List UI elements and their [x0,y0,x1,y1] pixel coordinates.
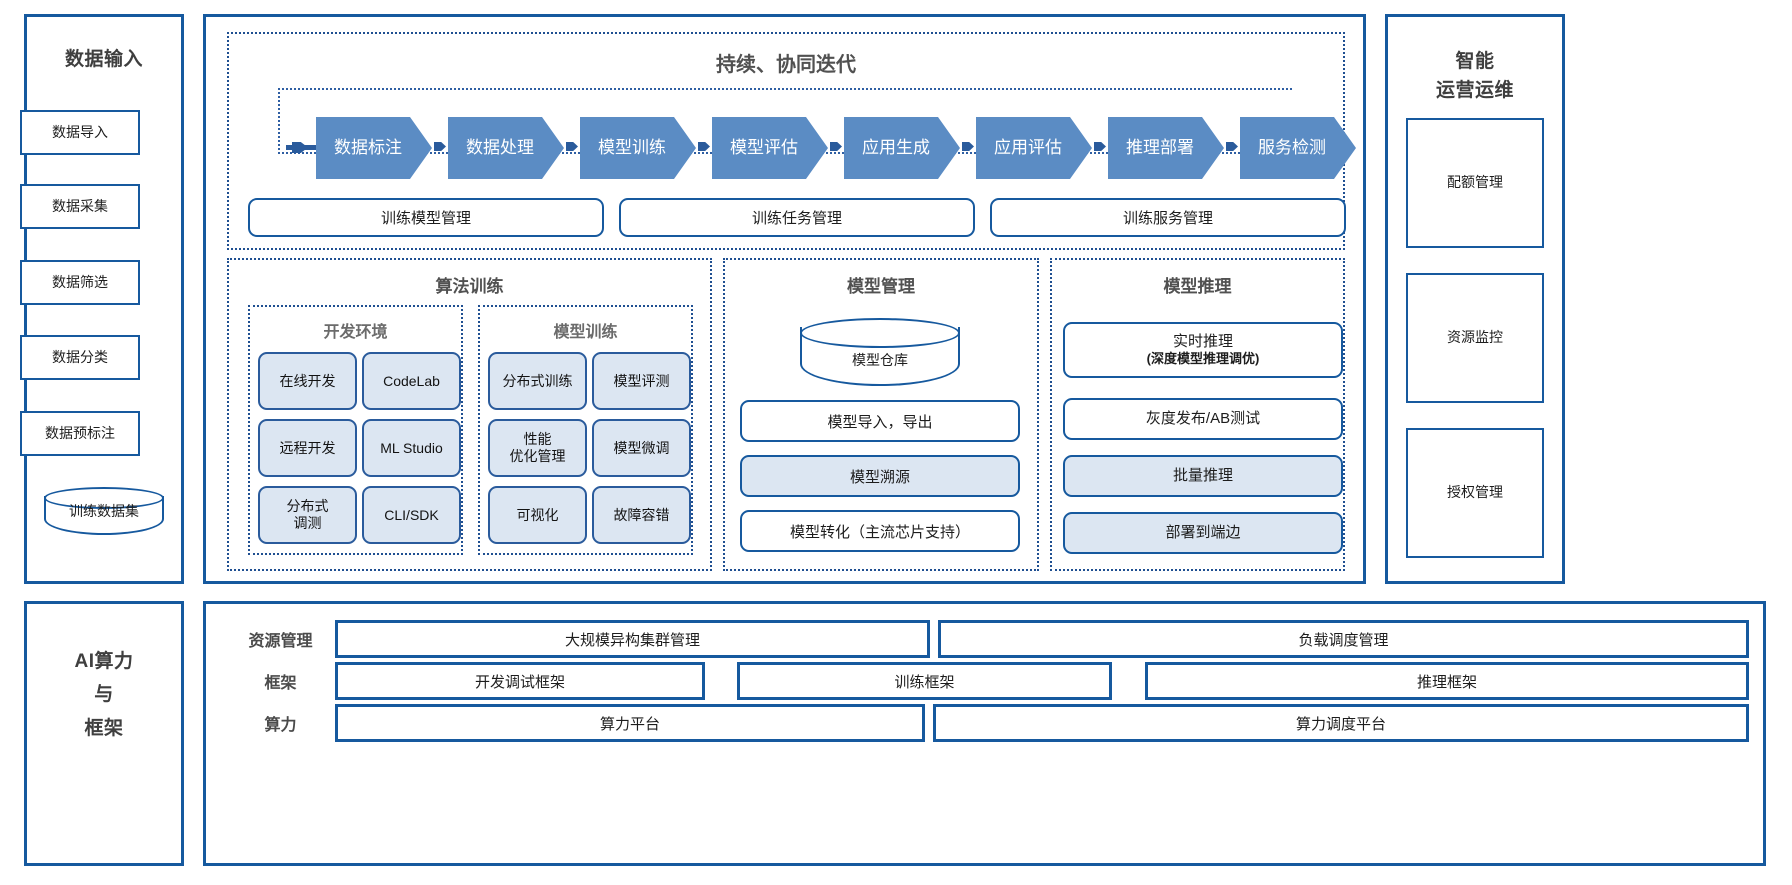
compute-title-line-1: AI算力 [74,651,134,672]
intelligent-ops-title: 智能 运营运维 [1385,48,1565,105]
bot-box-dev-debug-framework[interactable]: 开发调试框架 [335,662,705,700]
compute-title-line-2: 与 [94,684,114,706]
pipeline-stage-1[interactable]: 数据处理 [448,117,564,179]
dev-env-item-3[interactable]: ML Studio [362,419,461,477]
ops-item-authorization-management[interactable]: 授权管理 [1406,428,1544,558]
model-management-region [723,258,1039,571]
loop-arrow-head-icon [292,142,308,153]
model-train-item-5[interactable]: 故障容错 [592,486,691,544]
algorithm-training-region [227,258,712,571]
data-input-item-4[interactable]: 数据预标注 [20,411,140,456]
data-input-item-1[interactable]: 数据采集 [20,184,140,229]
bot-box-compute-platform[interactable]: 算力平台 [335,704,925,742]
dev-env-item-2[interactable]: 远程开发 [258,419,357,477]
realtime-inference-label: 实时推理 [1172,333,1233,351]
bot-box-cluster-management[interactable]: 大规模异构集群管理 [335,620,930,658]
row-label-framework: 框架 [264,675,297,692]
dev-env-item-5[interactable]: CLI/SDK [362,486,461,544]
model-inference-title: 模型推理 [1163,277,1232,296]
bot-box-training-framework[interactable]: 训练框架 [737,662,1112,700]
dev-env-item-4[interactable]: 分布式 调测 [258,486,357,544]
pipeline-connector-0 [434,142,446,151]
pipeline-connector-4 [962,142,974,151]
model-management-title: 模型管理 [847,277,915,296]
batch-inference-box[interactable]: 批量推理 [1063,455,1343,497]
row-label-compute-power: 算力 [264,717,297,734]
bot-box-inference-framework[interactable]: 推理框架 [1145,662,1749,700]
model-conversion-box[interactable]: 模型转化（主流芯片支持） [740,510,1020,552]
model-train-item-3[interactable]: 模型微调 [592,419,691,477]
pipeline-stage-6[interactable]: 推理部署 [1108,117,1224,179]
compute-title-line-3: 框架 [84,717,124,739]
data-input-item-2[interactable]: 数据筛选 [20,260,140,305]
model-training-title: 模型训练 [553,324,618,341]
data-input-title: 数据输入 [64,49,143,70]
pipeline-stage-5[interactable]: 应用评估 [976,117,1092,179]
dev-env-item-1[interactable]: CodeLab [362,352,461,410]
ops-title-line-1: 智能 [1455,51,1495,72]
pipeline-stage-3[interactable]: 模型评估 [712,117,828,179]
pipeline-connector-3 [830,142,842,151]
data-input-item-3[interactable]: 数据分类 [20,335,140,380]
ops-title-line-2: 运营运维 [1435,79,1514,101]
edge-deployment-box[interactable]: 部署到端边 [1063,512,1343,554]
model-inference-region [1050,258,1345,571]
training-task-management-box[interactable]: 训练任务管理 [619,198,975,237]
training-service-management-box[interactable]: 训练服务管理 [990,198,1346,237]
pipeline-connector-2 [698,142,710,151]
pipeline-connector-1 [566,142,578,151]
model-repository-label: 模型仓库 [852,352,908,368]
training-dataset-cylinder[interactable]: 训练数据集 [44,487,164,535]
row-label-resource-management: 资源管理 [248,633,313,650]
pipeline-stage-0[interactable]: 数据标注 [316,117,432,179]
dev-environment-title: 开发环境 [323,324,388,341]
model-repository-cylinder[interactable]: 模型仓库 [800,318,960,386]
ai-compute-framework-title: AI算力 与 框架 [24,645,184,745]
cylinder-top-ellipse [800,318,960,348]
dev-environment-region [248,305,463,555]
model-training-region [478,305,693,555]
realtime-inference-box[interactable]: 实时推理 (深度模型推理调优) [1063,322,1343,378]
pipeline-stage-2[interactable]: 模型训练 [580,117,696,179]
data-input-item-0[interactable]: 数据导入 [20,110,140,155]
algorithm-training-title: 算法训练 [435,277,504,296]
pipeline-stage-7[interactable]: 服务检测 [1240,117,1356,179]
bot-box-load-scheduling[interactable]: 负载调度管理 [938,620,1749,658]
model-import-export-box[interactable]: 模型导入，导出 [740,400,1020,442]
training-model-management-box[interactable]: 训练模型管理 [248,198,604,237]
pipeline-connector-5 [1094,142,1106,151]
dev-env-item-0[interactable]: 在线开发 [258,352,357,410]
pipeline-connector-6 [1226,142,1238,151]
training-dataset-label: 训练数据集 [69,503,139,519]
gray-release-ab-test-box[interactable]: 灰度发布/AB测试 [1063,398,1343,440]
model-train-item-0[interactable]: 分布式训练 [488,352,587,410]
model-train-item-4[interactable]: 可视化 [488,486,587,544]
model-lineage-box[interactable]: 模型溯源 [740,455,1020,497]
realtime-inference-sublabel: (深度模型推理调优) [1146,351,1260,367]
iteration-title: 持续、协同迭代 [716,54,856,76]
ops-item-quota-management[interactable]: 配额管理 [1406,118,1544,248]
model-train-item-1[interactable]: 模型评测 [592,352,691,410]
model-train-item-2[interactable]: 性能 优化管理 [488,419,587,477]
pipeline-stage-4[interactable]: 应用生成 [844,117,960,179]
cylinder-top-ellipse [44,487,164,509]
bot-box-compute-scheduling-platform[interactable]: 算力调度平台 [933,704,1749,742]
ai-compute-framework-panel [24,601,184,866]
ops-item-resource-monitoring[interactable]: 资源监控 [1406,273,1544,403]
